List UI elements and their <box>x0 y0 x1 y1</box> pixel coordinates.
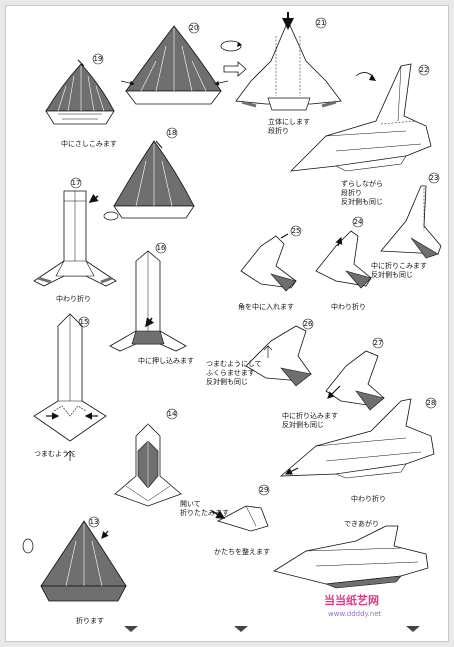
step-15-number: 15 <box>80 318 89 326</box>
step-21-figure <box>235 12 342 111</box>
step-21-number: 21 <box>317 19 326 27</box>
step-16-figure <box>109 250 187 352</box>
step-23-figure <box>380 185 442 259</box>
finished-label: できあがり <box>344 519 379 528</box>
step-16-number: 16 <box>157 244 166 252</box>
step-13-number: 13 <box>90 518 99 526</box>
step-27-caption-line1: 中に折り込みます <box>282 411 338 420</box>
step-26-caption-line1: つまむようにして <box>206 360 262 368</box>
step-25-figure <box>240 233 297 292</box>
step-22-figure <box>289 63 432 172</box>
step-24-figure <box>315 230 372 289</box>
step-22-caption-line1: ずらしながら <box>341 179 383 188</box>
rotate-arrow-icon <box>355 72 376 81</box>
step-29-caption: かたちを整えます <box>214 547 270 556</box>
step-25-caption: 角を中に入れます <box>238 302 294 311</box>
step-15-caption: つまむように <box>34 450 76 458</box>
origami-diagram: 19 中にさしこみます 20 18 17 中わり折り <box>22 12 442 632</box>
step-26-number: 26 <box>304 320 313 328</box>
step-14-number: 14 <box>168 410 177 418</box>
step-14-caption-line2: 折りたたみます <box>180 508 229 517</box>
step-24-number: 24 <box>354 218 363 226</box>
step-29-number: 29 <box>260 486 269 494</box>
step-22-caption-line3: 反対側も同じ <box>341 197 383 206</box>
step-13-figure <box>22 520 127 602</box>
step-21-caption-line2: 段折り <box>268 126 289 135</box>
step-27-number: 27 <box>374 339 383 347</box>
step-19-caption: 中にさしこみます <box>61 139 117 148</box>
step-16-caption: 中に押し込みます <box>138 356 194 365</box>
step-17-number: 17 <box>72 179 81 187</box>
step-26-caption-line2: ふくらませます <box>206 369 255 377</box>
watermark-brand: 当当纸艺网 <box>324 593 379 607</box>
step-15-figure <box>33 313 107 461</box>
step-23-number: 23 <box>430 174 439 182</box>
step-20-number: 20 <box>190 24 199 32</box>
step-26-figure <box>245 325 312 387</box>
step-22-number: 22 <box>420 66 429 74</box>
step-14-caption-line1: 開いて <box>180 500 201 508</box>
finished-jet-figure <box>272 525 429 589</box>
step-20-figure <box>120 25 229 105</box>
step-21-caption-line1: 立体にします <box>268 117 310 126</box>
step-18-figure <box>113 140 195 219</box>
step-27-figure <box>325 350 385 411</box>
step-13-caption: 折ります <box>76 616 104 625</box>
step-28-caption: 中わり折り <box>351 494 386 503</box>
step-23-caption-line2: 反対側も同じ <box>371 270 413 279</box>
step-17-figure <box>33 190 119 287</box>
step-22-caption-line2: 段折り <box>341 188 362 197</box>
step-27-caption-line2: 反対側も同じ <box>282 420 324 429</box>
step-23-caption-line1: 中に折りこみます <box>371 261 427 270</box>
step-28-figure <box>279 398 435 479</box>
step-25-number: 25 <box>292 227 301 235</box>
step-28-number: 28 <box>427 399 436 407</box>
rotate-arrow-icon <box>220 40 242 52</box>
watermark-url: www.ddddy.net <box>328 610 382 618</box>
origami-instruction-sheet: 19 中にさしこみます 20 18 17 中わり折り <box>6 6 448 641</box>
step-17-caption: 中わり折り <box>56 294 91 303</box>
step-18-number: 18 <box>168 129 177 137</box>
step-29-figure <box>211 505 269 532</box>
step-19-number: 19 <box>94 55 103 63</box>
step-14-figure <box>114 423 182 507</box>
step-24-caption: 中わり折り <box>331 302 366 311</box>
step-19-figure <box>45 59 115 125</box>
step-26-caption-line3: 反対側も同じ <box>206 377 248 386</box>
flip-over-arrow-icon <box>223 61 247 77</box>
